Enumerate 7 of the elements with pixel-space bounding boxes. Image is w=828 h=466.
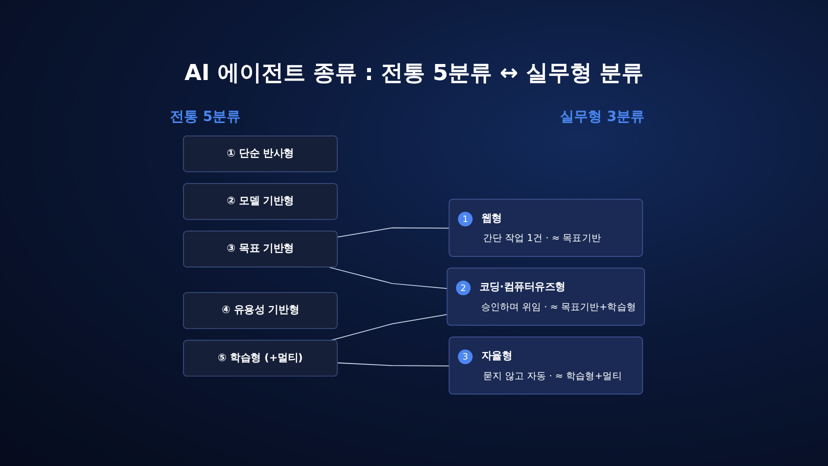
connector [329,266,448,290]
connector [329,314,448,342]
column-header: 전통 5분류 [170,108,241,126]
connector [337,227,450,238]
column-header: 실무형 3분류 [560,108,645,126]
title: AI 에이전트 종류 : 전통 5분류 ↔ 실무형 분류 [184,60,644,88]
connector [337,362,450,366]
